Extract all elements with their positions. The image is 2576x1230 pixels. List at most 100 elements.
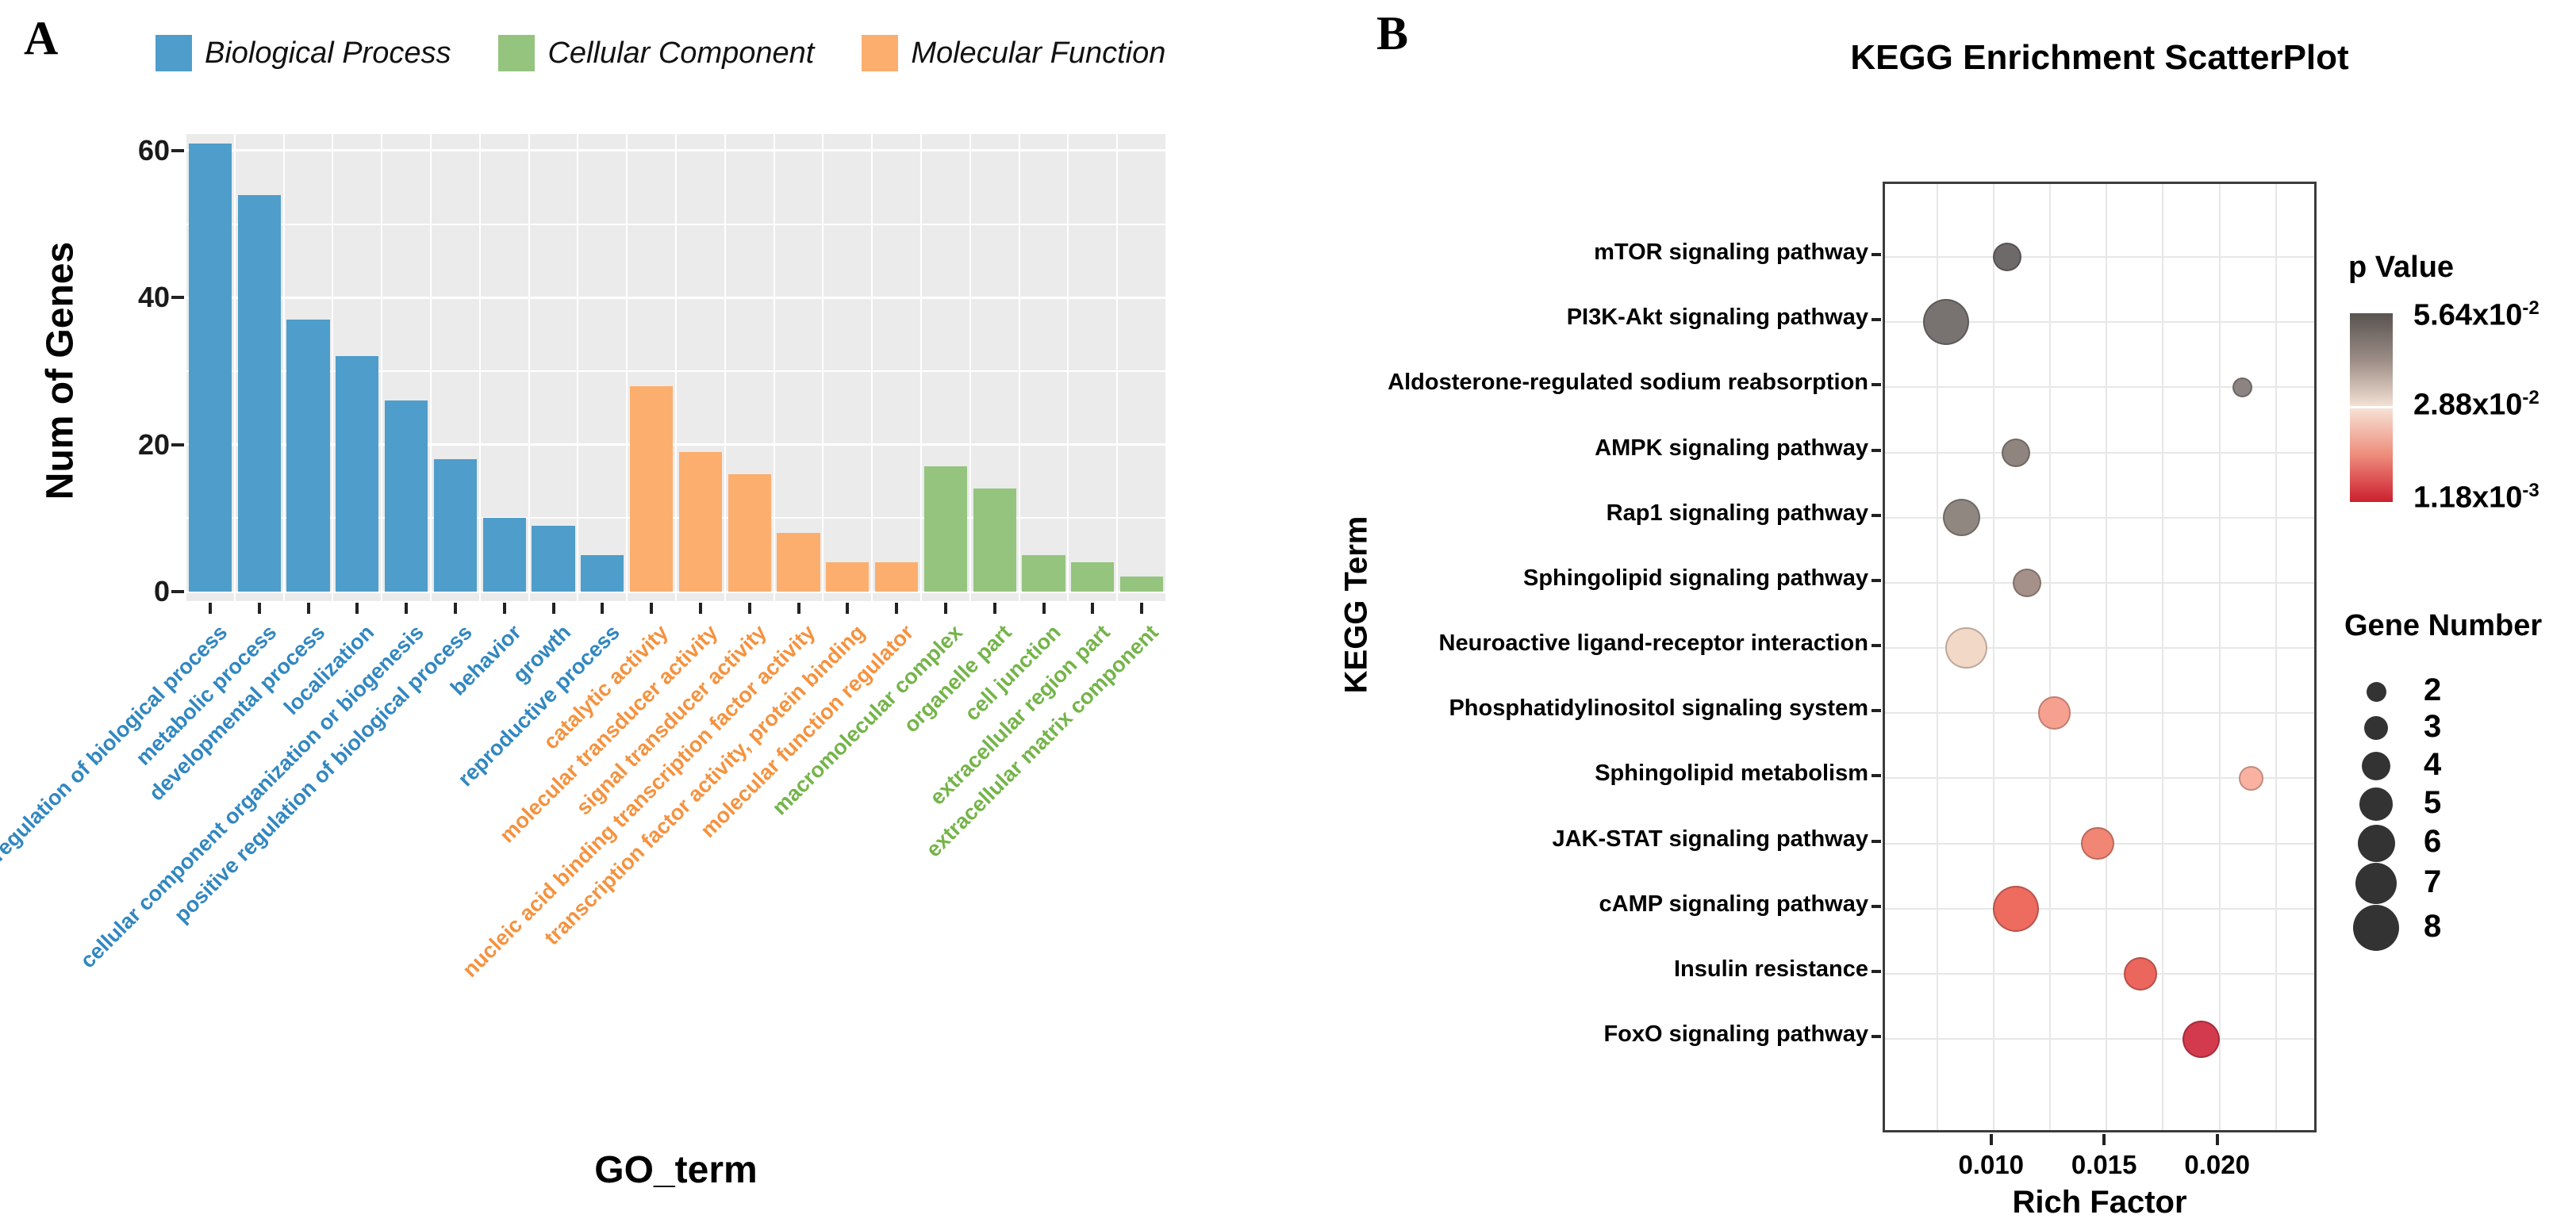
kegg-pathway-dot <box>1945 626 1987 669</box>
y-axis-title-kegg-term: KEGG Term <box>1338 515 1374 694</box>
x-tick-mark <box>943 603 947 614</box>
y-tick-mark <box>171 590 184 593</box>
y-tick-mark <box>1872 383 1881 387</box>
go-bar <box>384 400 428 592</box>
vertical-gridline <box>381 134 383 601</box>
kegg-pathway-dot <box>1993 885 2040 932</box>
y-tick-mark <box>1872 904 1881 908</box>
vertical-gridline <box>430 134 432 601</box>
gene-number-legend-circle <box>2355 862 2397 905</box>
x-tick-mark <box>2102 1134 2106 1145</box>
go-bar <box>532 525 575 592</box>
kegg-term-label: AMPK signaling pathway <box>1595 435 1868 461</box>
y-tick-mark <box>1872 513 1881 517</box>
kegg-pathway-dot <box>2182 1020 2221 1058</box>
kegg-pathway-dot <box>1992 243 2021 271</box>
y-tick-label: 20 <box>137 427 170 461</box>
kegg-term-label: Aldosterone-regulated sodium reabsorptio… <box>1388 370 1868 396</box>
vertical-gridline <box>724 134 726 601</box>
kegg-pathway-dot <box>2002 438 2031 467</box>
horizontal-gridline <box>1885 972 2314 975</box>
legend-label: Biological Process <box>205 36 451 70</box>
go-bar <box>973 489 1016 592</box>
gene-number-legend-circle <box>2357 824 2395 862</box>
x-tick-mark <box>355 603 359 614</box>
go-bar <box>1119 577 1164 592</box>
y-tick-mark <box>1872 969 1881 973</box>
molecular-function-swatch <box>862 35 899 71</box>
go-bar <box>629 385 674 592</box>
gene-number-legend-circle <box>2362 752 2390 780</box>
vertical-gridline <box>969 134 971 601</box>
kegg-pathway-dot <box>2232 377 2252 397</box>
gene-number-legend-value: 6 <box>2424 824 2442 859</box>
go-bar <box>188 143 232 592</box>
vertical-gridline <box>577 134 579 601</box>
y-tick-mark <box>171 296 184 300</box>
vertical-gridline <box>282 134 285 601</box>
x-tick-label: 0.010 <box>1958 1150 2025 1179</box>
vertical-gridline <box>185 134 186 601</box>
x-tick-mark <box>502 603 506 614</box>
y-tick-mark <box>1872 709 1881 713</box>
gene-number-legend-value: 8 <box>2424 909 2442 944</box>
y-tick-label: 60 <box>137 133 170 167</box>
vertical-gridline <box>1992 184 1994 1130</box>
x-tick-mark <box>453 603 457 614</box>
x-tick-mark <box>551 603 555 614</box>
horizontal-gridline <box>1885 516 2314 519</box>
horizontal-gridline <box>1885 1038 2314 1040</box>
kegg-term-label: PI3K-Akt signaling pathway <box>1566 305 1868 331</box>
vertical-gridline <box>332 134 334 601</box>
go-bar <box>482 518 526 592</box>
x-tick-mark <box>1989 1134 1993 1145</box>
vertical-gridline <box>2275 184 2277 1130</box>
kegg-term-label: Phosphatidylinositol signaling system <box>1449 695 1868 722</box>
vertical-gridline <box>2106 184 2108 1130</box>
cellular-component-swatch <box>498 35 536 71</box>
y-tick-label: 40 <box>137 281 170 314</box>
go-bar <box>237 194 281 592</box>
go-bar <box>923 466 968 592</box>
vertical-gridline <box>675 134 677 601</box>
legend-item-cellular-component: Cellular Component <box>498 35 814 71</box>
go-bar <box>727 473 771 592</box>
panel-a-label: A <box>24 12 59 64</box>
kegg-pathway-dot <box>1943 499 1981 537</box>
kegg-term-label: Sphingolipid metabolism <box>1595 761 1868 787</box>
kegg-pathway-dot <box>1922 299 1969 346</box>
horizontal-gridline <box>1885 712 2314 715</box>
go-category-legend: Biological Process Cellular Component Mo… <box>155 35 1199 71</box>
y-tick-mark <box>1872 318 1881 322</box>
gene-number-legend-value: 7 <box>2424 864 2442 899</box>
x-category-label: cellular component organization or bioge… <box>75 620 428 973</box>
x-tick-mark <box>257 603 261 614</box>
y-tick-mark <box>1872 644 1881 648</box>
vertical-gridline <box>233 134 236 601</box>
horizontal-gridline <box>1885 451 2314 454</box>
kegg-term-label: cAMP signaling pathway <box>1599 891 1868 917</box>
horizontal-gridline <box>1885 907 2314 910</box>
panel-b-label: B <box>1376 7 1409 59</box>
gene-number-legend-value: 4 <box>2424 747 2442 782</box>
kegg-term-label: JAK-STAT signaling pathway <box>1552 826 1868 852</box>
y-axis-title-num-of-genes: Num of Genes <box>39 241 82 500</box>
go-bar <box>433 459 478 592</box>
vertical-gridline <box>1018 134 1020 601</box>
kegg-pathway-dot <box>2239 766 2263 791</box>
gene-number-legend-circle <box>2366 681 2386 702</box>
go-bar <box>581 554 624 592</box>
legend-item-molecular-function: Molecular Function <box>862 35 1165 71</box>
go-bar <box>777 532 820 592</box>
x-tick-label: 0.015 <box>2071 1150 2137 1179</box>
horizontal-gridline <box>1885 581 2314 584</box>
kegg-term-label: Sphingolipid signaling pathway <box>1523 565 1868 591</box>
go-bar <box>1022 554 1065 592</box>
x-tick-label: 0.020 <box>2184 1150 2250 1179</box>
vertical-gridline <box>478 134 481 601</box>
legend-label: Cellular Component <box>547 36 815 70</box>
vertical-gridline <box>1165 134 1167 601</box>
horizontal-gridline <box>1885 647 2314 649</box>
kegg-pathway-dot <box>2037 696 2071 730</box>
